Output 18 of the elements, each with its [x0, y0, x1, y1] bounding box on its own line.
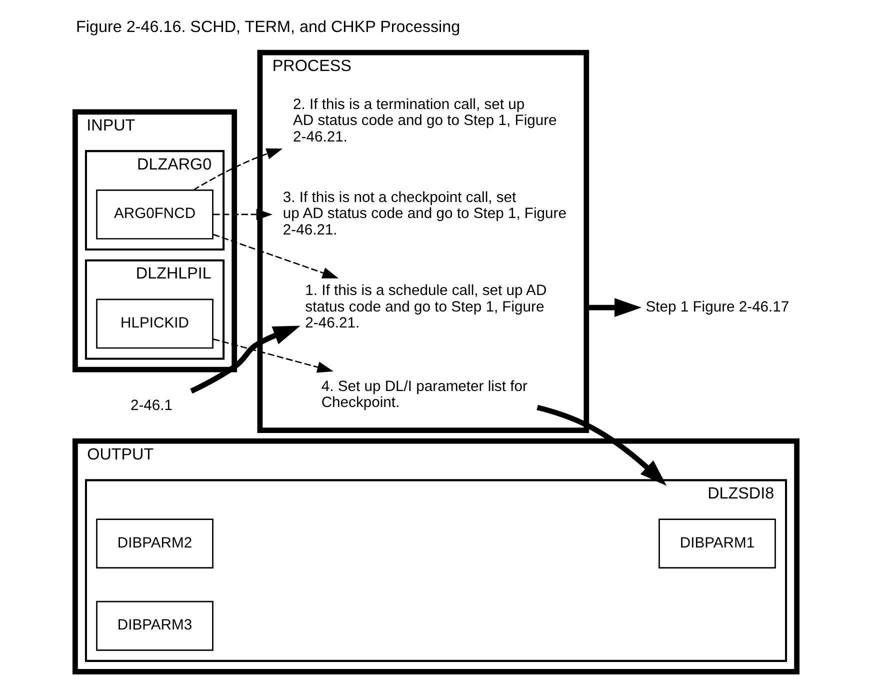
node-box: DIBPARM1 — [658, 518, 776, 569]
arrow — [212, 208, 272, 220]
node-box: HLPICKID — [96, 298, 213, 349]
arrow — [212, 234, 338, 278]
node-text: 1. If this is a schedule call, set up AD status code and go to Step 1, Figure 2-46.21. — [304, 283, 546, 332]
node-text: 2. If this is a termination call, set up AD status code and go to Step 1, Figure 2-46.21. — [292, 96, 556, 146]
arrow — [536, 404, 666, 486]
diagram-title: Figure 2-46.16. SCHD, TERM, and CHKP Processing — [76, 18, 460, 36]
arrow — [190, 326, 300, 394]
node-text: Step 1 Figure 2-46.17 — [645, 299, 789, 316]
node-box: DIBPARM2 — [96, 518, 213, 569]
node-text: 2-46.1 — [130, 398, 172, 414]
node-box: ARG0FNCD — [96, 190, 213, 240]
arrow — [212, 338, 333, 373]
node-text: 3. If this is not a checkpoint call, set up AD status code and go to Step 1, Figure 2-46.21. — [282, 190, 566, 238]
arrow — [192, 148, 282, 191]
node-box: DIBPARM3 — [96, 600, 213, 651]
node-text: 4. Set up DL/I parameter list for Checkpoint. — [320, 378, 527, 412]
